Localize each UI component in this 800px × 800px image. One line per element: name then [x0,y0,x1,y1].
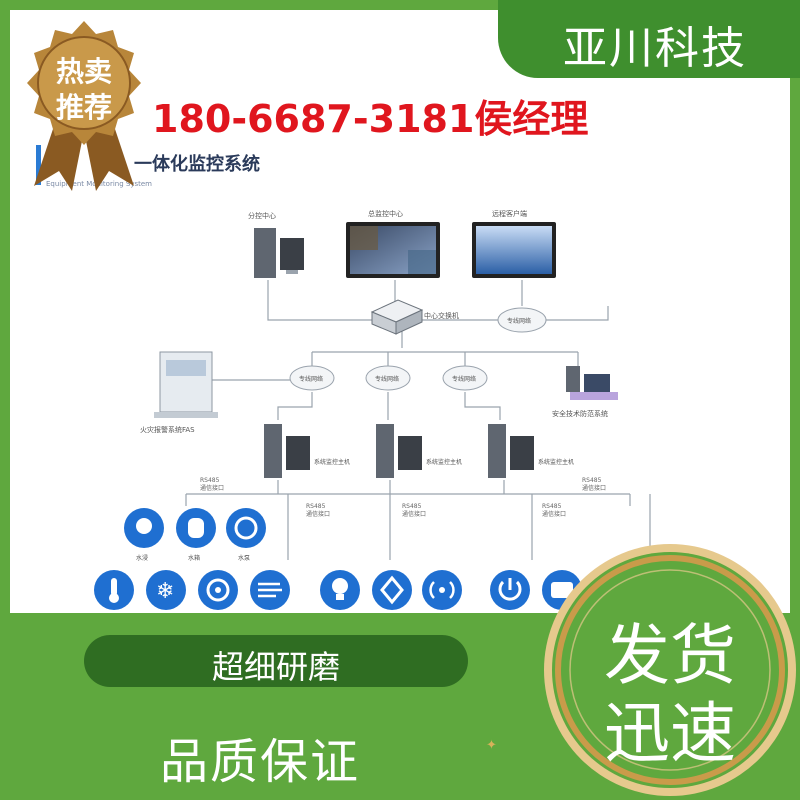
badge-line2: 推荐 [55,91,112,124]
tank-icon: 水箱 [176,508,216,562]
feature-pill-text: 超细研磨 [211,648,340,686]
diamond-icon [372,570,412,610]
svg-text:RS485: RS485 [582,477,602,484]
svg-text:系统监控主机: 系统监控主机 [314,458,350,466]
svg-text:系统监控主机: 系统监控主机 [538,458,574,466]
svg-text:通信接口: 通信接口 [542,510,566,518]
hot-sale-badge-icon [27,21,141,191]
center-switch-device: 中心交换机 [370,299,459,335]
remote-client-label: 远程客户端 [492,209,527,218]
seal-line1: 发货 [604,617,736,694]
svg-text:专线网络: 专线网络 [507,317,531,325]
svg-text:水箱: 水箱 [188,554,200,562]
svg-text:专线网络: 专线网络 [299,375,323,383]
fire-alarm-label: 火灾报警系统FAS [140,425,195,434]
svg-text:通信接口: 通信接口 [306,510,330,518]
snowflake-icon: ❄ [146,570,186,610]
branch-center-device: 分控中心 [248,211,304,278]
svg-text:RS485: RS485 [200,477,220,484]
fan-icon [198,570,238,610]
monitor-host-3: 系统监控主机 [488,424,574,478]
cloud-top: 专线网络 [497,307,547,333]
title-accent-bar [36,145,41,185]
thermometer-icon [94,570,134,610]
svg-text:RS485: RS485 [402,503,422,510]
remote-client-screen: 远程客户端 [472,209,556,278]
camera-icon: 水浸 [124,508,164,562]
seal-line2: 迅速 [604,695,736,772]
main-center-label: 总监控中心 [368,209,403,218]
device-icon-row-1: 水浸 水箱 水泵 [124,508,266,562]
cloud-3: 专线网络 [442,365,488,391]
svg-text:专线网络: 专线网络 [375,375,399,383]
svg-text:水浸: 水浸 [136,554,148,562]
rs485-labels: RS485 通信接口 RS485 通信接口 RS485 通信接口 RS485 通… [200,477,606,518]
diagram-title: 一体化监控系统 [134,153,260,175]
svg-text:通信接口: 通信接口 [200,484,224,492]
quality-guarantee-text: 品质保证 [160,734,361,790]
svg-text:水泵: 水泵 [238,554,250,562]
brand-tab [498,0,800,78]
security-system-device: 安全技术防范系统 [552,366,618,418]
sparkle-icon: ✦ [486,738,497,753]
monitoring-system-diagram: 一体化监控系统 Equipment Monitoring System 分控中心… [36,145,651,610]
monitor-host-2: 系统监控主机 [376,424,462,478]
connection-lines [185,280,651,560]
network-clouds: 专线网络 专线网络 专线网络 专线网络 [289,307,547,391]
svg-text:RS485: RS485 [306,503,326,510]
svg-text:专线网络: 专线网络 [452,375,476,383]
device-icon-row-2: ❄ [94,570,582,610]
svg-text:RS485: RS485 [542,503,562,510]
cloud-2: 专线网络 [365,365,411,391]
fast-delivery-seal-icon [544,544,796,796]
svg-text:❄: ❄ [156,579,174,604]
main-center-video-wall: 总监控中心 [346,209,440,278]
svg-text:通信接口: 通信接口 [402,510,426,518]
lightbulb-icon [320,570,360,610]
air-flow-icon [250,570,290,610]
feature-pill [84,635,468,687]
gauge-icon: 水泵 [226,508,266,562]
brand-name: 亚川科技 [563,23,747,74]
cloud-1: 专线网络 [289,365,335,391]
branch-center-label: 分控中心 [248,211,276,220]
security-system-label: 安全技术防范系统 [552,409,608,418]
power-icon [490,570,530,610]
center-switch-label: 中心交换机 [424,311,459,320]
wireless-icon [422,570,462,610]
svg-text:系统监控主机: 系统监控主机 [426,458,462,466]
fire-alarm-panel: 火灾报警系统FAS [140,351,218,434]
svg-text:通信接口: 通信接口 [582,484,606,492]
monitor-host-1: 系统监控主机 [264,424,350,478]
badge-line1: 热卖 [55,55,112,88]
contact-phone: 180-6687-3181侯经理 [152,97,589,141]
